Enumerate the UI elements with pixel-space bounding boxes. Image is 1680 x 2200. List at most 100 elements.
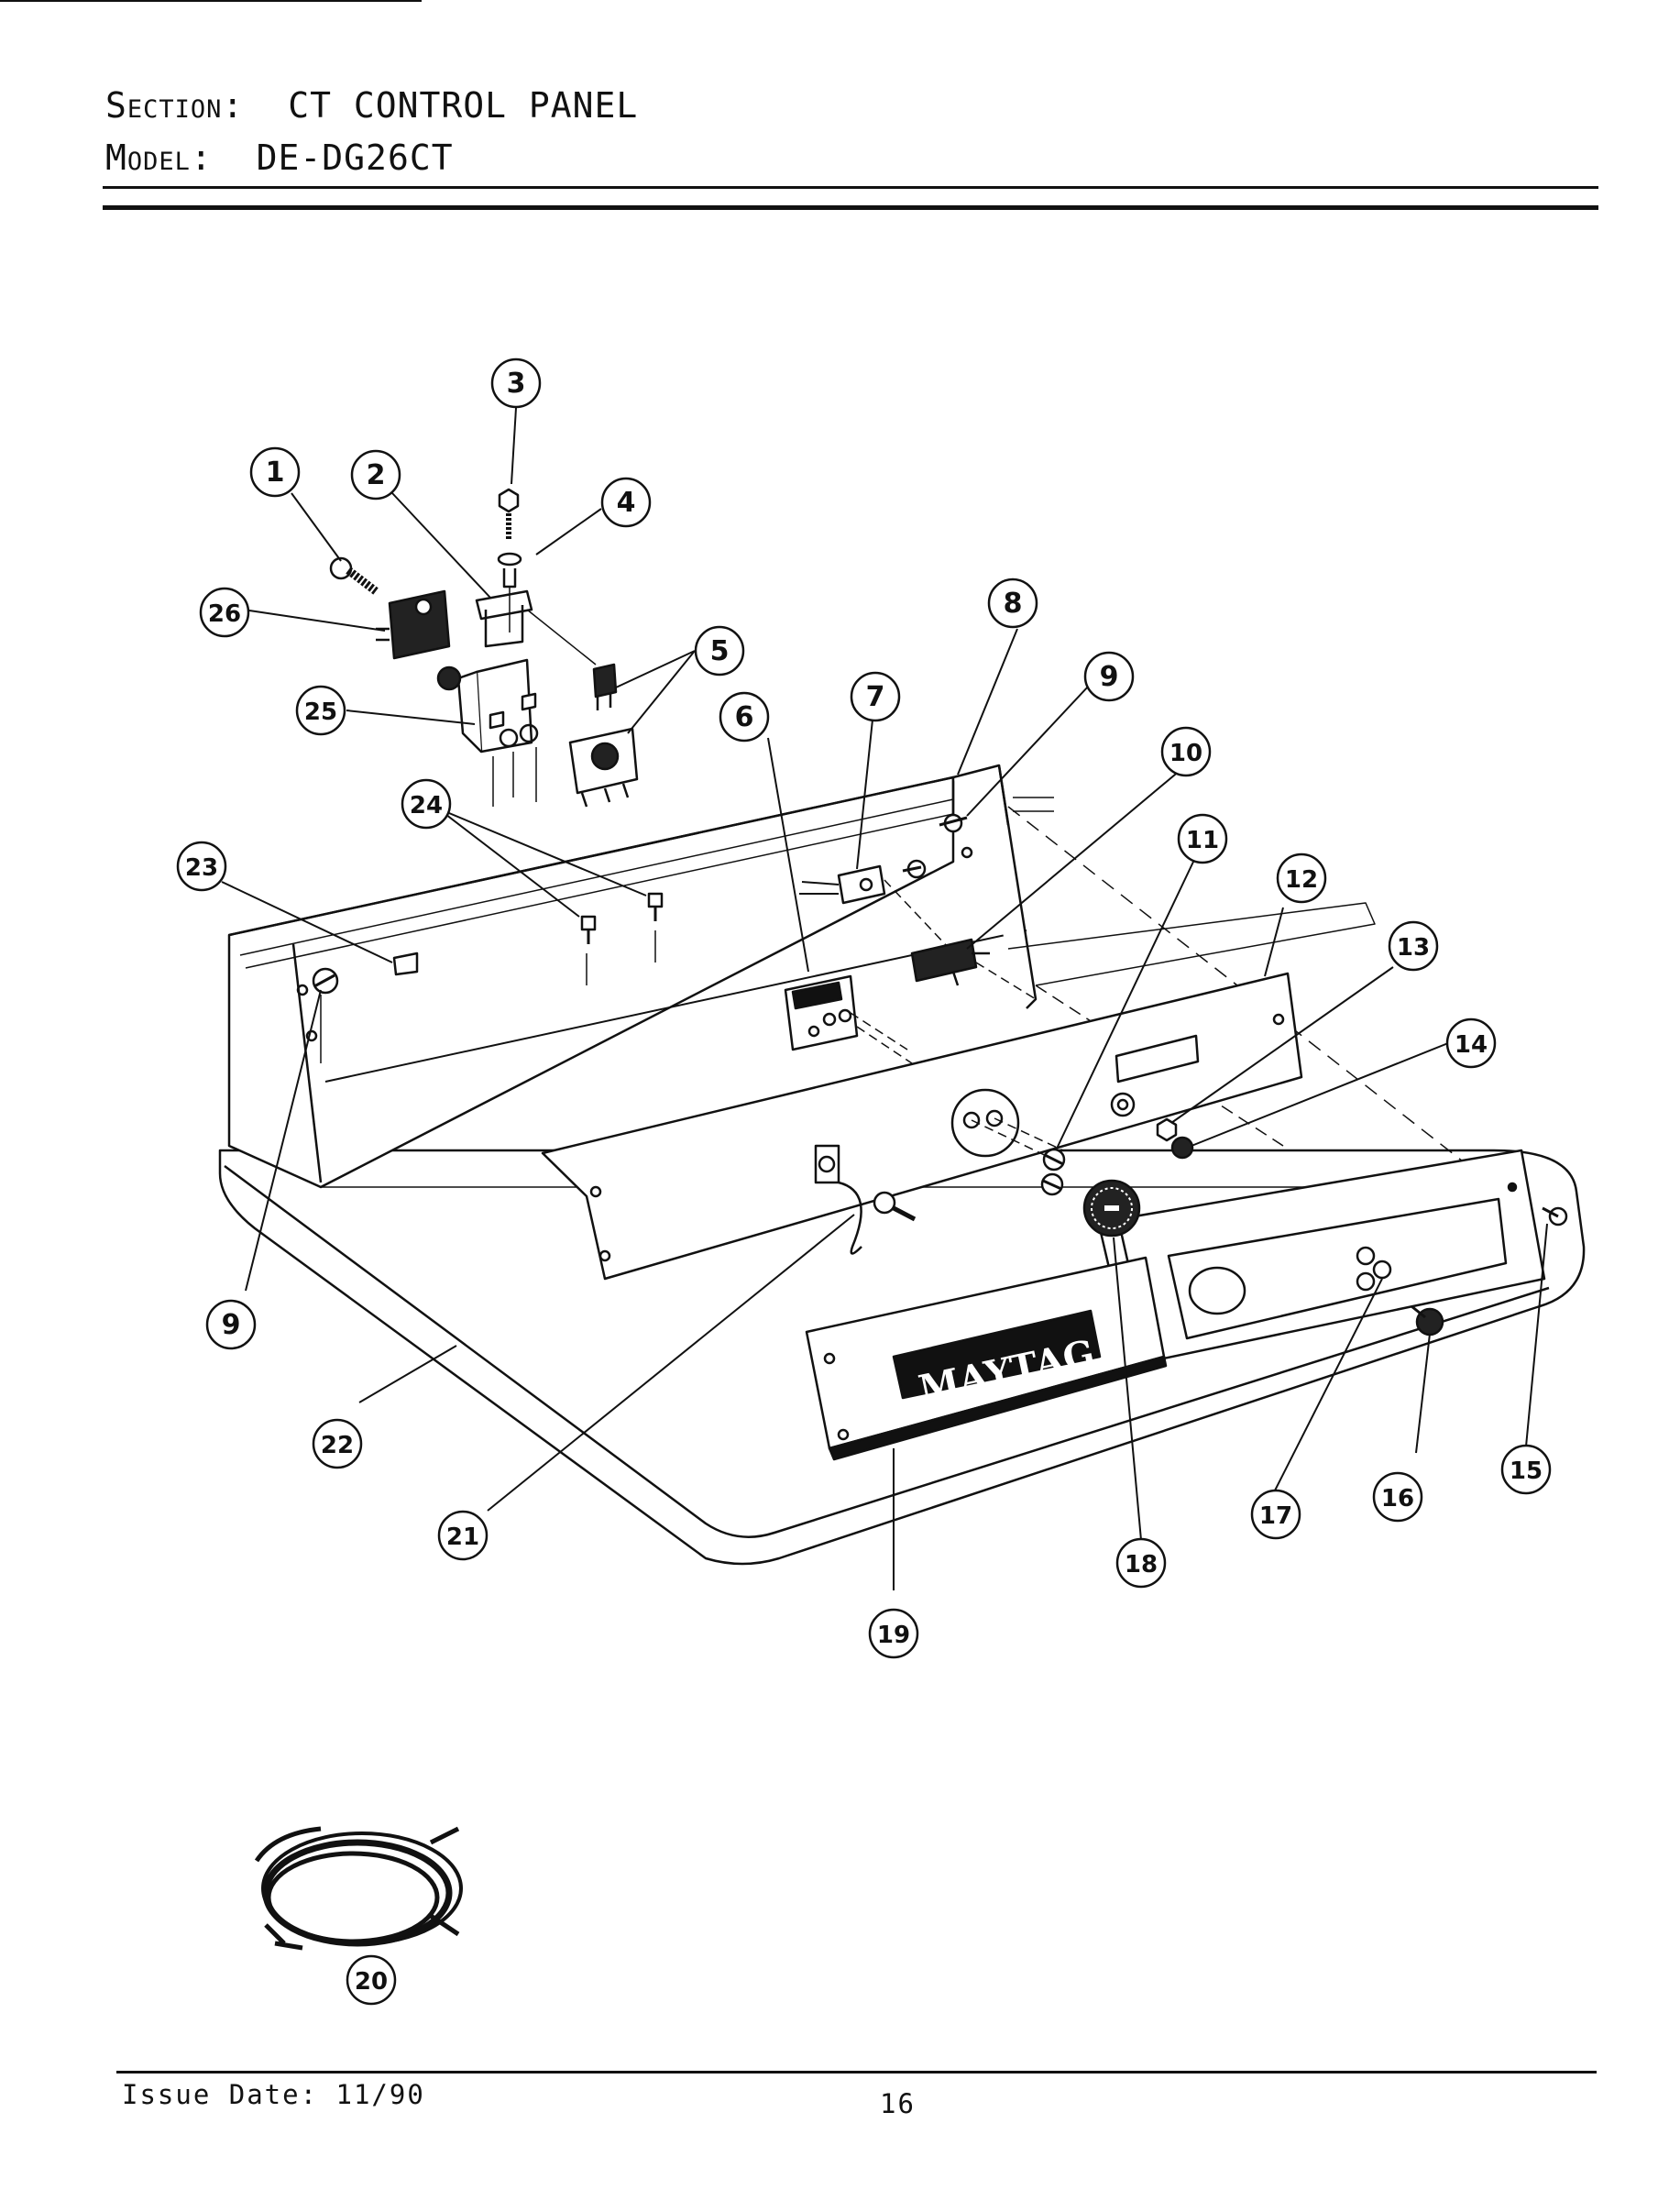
switch-26 [376, 589, 451, 660]
callout-20: 20 [346, 1954, 397, 2006]
callout-10: 10 [1160, 726, 1212, 777]
callout-label: 14 [1455, 1031, 1488, 1059]
section-title: CT CONTROL PANEL [288, 85, 639, 126]
section-line: Section: CT CONTROL PANEL [105, 85, 638, 126]
callout-8: 8 [987, 578, 1038, 629]
callout-label: 10 [1169, 740, 1202, 767]
callout-circle [401, 778, 452, 830]
callout-circle [868, 1608, 919, 1659]
section-key: Section: [105, 85, 245, 126]
plate-2 [475, 589, 597, 666]
callout-15: 15 [1500, 1444, 1552, 1495]
callout-label: 13 [1397, 934, 1430, 962]
page-number: 16 [880, 2088, 916, 2119]
callout-circle [312, 1418, 363, 1469]
header-rule-bottom [103, 205, 1598, 210]
callout-5: 5 [694, 625, 745, 676]
callout-22: 22 [312, 1418, 363, 1469]
callout-label: 9 [1100, 661, 1119, 693]
callout-circle [490, 358, 542, 409]
callout-circle [719, 691, 770, 742]
callout-label: 15 [1510, 1458, 1543, 1485]
callout-label: 18 [1125, 1551, 1158, 1578]
callout-circle [1115, 1537, 1167, 1589]
callout-circle [199, 587, 250, 638]
callout-circle [850, 671, 901, 722]
callout-23: 23 [176, 841, 227, 892]
callout-label: 6 [735, 701, 754, 733]
callout-circle [249, 446, 301, 498]
nuts-13-14 [1156, 1117, 1194, 1160]
callout-circle [1500, 1444, 1552, 1495]
callout-label: 26 [208, 600, 241, 628]
callout-2: 2 [350, 449, 401, 500]
callout-circle [987, 578, 1038, 629]
callout-label: 4 [617, 487, 636, 519]
callout-circle [1083, 651, 1135, 702]
callout-label: 12 [1285, 866, 1318, 894]
callout-label: 3 [507, 368, 526, 400]
model-key: Model: [105, 138, 213, 178]
callout-label: 23 [185, 854, 218, 882]
callout-circle [1372, 1471, 1423, 1523]
control-subpanel [541, 972, 1303, 1281]
callout-label: 19 [877, 1622, 910, 1649]
callout-11: 11 [1177, 813, 1228, 864]
model-number: DE-DG26CT [256, 138, 454, 178]
callout-9: 9 [205, 1299, 257, 1350]
callout-label: 24 [410, 792, 443, 820]
callout-label: 20 [355, 1968, 388, 1996]
callout-label: 7 [866, 681, 885, 713]
model-line: Model: DE-DG26CT [105, 138, 454, 178]
screw-1 [329, 556, 379, 595]
callout-6: 6 [719, 691, 770, 742]
screw-3-washer-4 [497, 488, 522, 632]
leader-lines [221, 407, 1548, 1590]
callout-circle [1276, 852, 1327, 904]
callout-label: 17 [1259, 1502, 1292, 1530]
callout-1: 1 [249, 446, 301, 498]
callout-label: 2 [367, 459, 386, 491]
callout-circle [1160, 726, 1212, 777]
switch-10 [910, 938, 1037, 1000]
wiring-harness [254, 1826, 463, 1951]
callout-9: 9 [1083, 651, 1135, 702]
callout-14: 14 [1445, 1018, 1497, 1069]
screws-11 [1040, 1148, 1066, 1196]
callout-circle [205, 1299, 257, 1350]
callout-circle [295, 685, 346, 736]
callout-circle [600, 477, 652, 528]
callout-label: 21 [446, 1524, 479, 1551]
callout-16: 16 [1372, 1471, 1423, 1523]
callout-circle [1250, 1489, 1301, 1540]
callout-4: 4 [600, 477, 652, 528]
issue-date: Issue Date: 11/90 [122, 2079, 425, 2110]
control-knob [1082, 1179, 1141, 1238]
screw-9-left [296, 967, 339, 1063]
callout-label: 9 [222, 1309, 241, 1341]
callout-17: 17 [1250, 1489, 1301, 1540]
callout-label: 22 [321, 1432, 354, 1459]
screws-24 [580, 892, 664, 985]
terminal-block [784, 974, 913, 1064]
callout-18: 18 [1115, 1537, 1167, 1589]
callout-circle [176, 841, 227, 892]
callout-circle [1388, 920, 1439, 972]
callout-12: 12 [1276, 852, 1327, 904]
clip-23 [392, 952, 419, 976]
callout-circle [694, 625, 745, 676]
callout-label: 11 [1186, 827, 1219, 854]
header-rule-top [103, 186, 1598, 189]
callout-label: 1 [266, 456, 285, 489]
maytag-nameplate: MAYTAG [805, 1256, 1168, 1461]
screw-9-right [939, 813, 973, 859]
callout-circle [437, 1510, 489, 1561]
callout-24: 24 [401, 778, 452, 830]
bracket-25 [436, 658, 539, 807]
valve-5 [568, 663, 639, 808]
callout-13: 13 [1388, 920, 1439, 972]
callout-21: 21 [437, 1510, 489, 1561]
callout-circle [346, 1954, 397, 2006]
callout-25: 25 [295, 685, 346, 736]
